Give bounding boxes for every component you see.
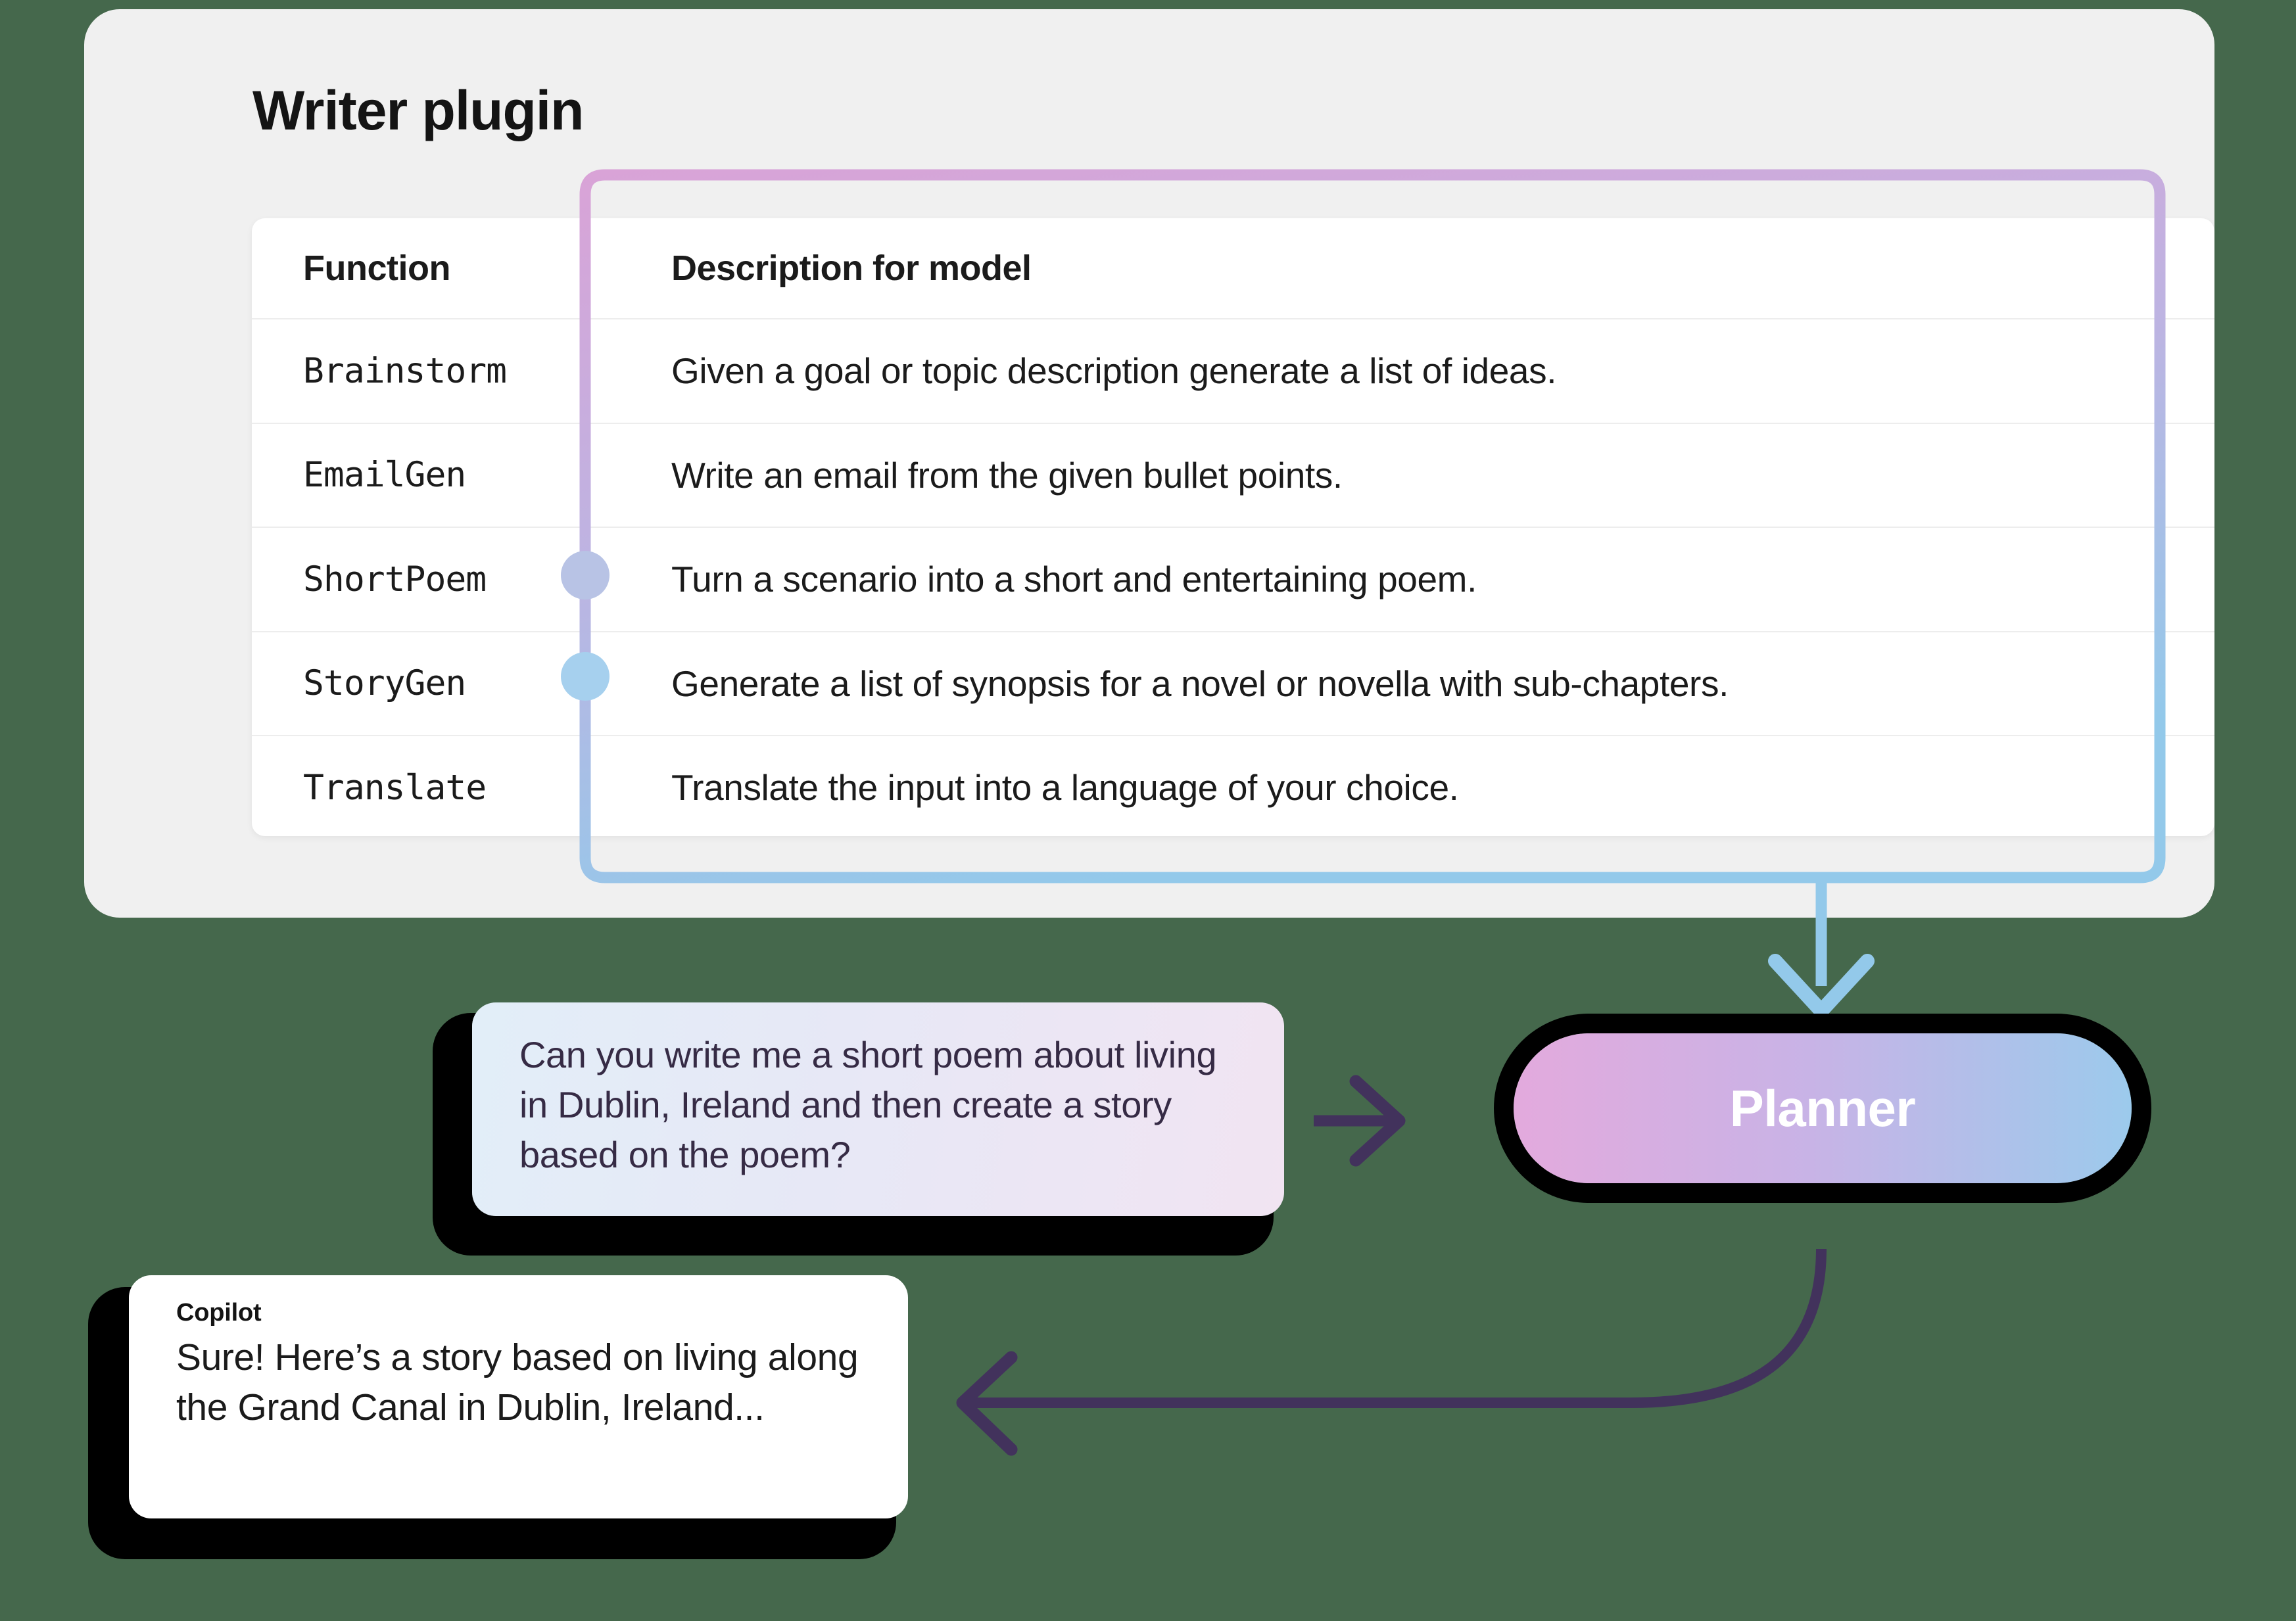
table-header-row: Function Description for model — [252, 218, 2214, 318]
planner-node[interactable]: Planner — [1514, 1033, 2132, 1183]
table-row[interactable]: ShortPoem Turn a scenario into a short a… — [252, 527, 2214, 631]
planner-to-copilot-line — [967, 1248, 1827, 1408]
table-row[interactable]: Brainstorm Given a goal or topic descrip… — [252, 318, 2214, 423]
user-message-text: Can you write me a short poem about livi… — [519, 1034, 1217, 1176]
table-row[interactable]: Translate Translate the input into a lan… — [252, 735, 2214, 836]
table-row[interactable]: EmailGen Write an email from the given b… — [252, 422, 2214, 527]
column-header-function: Function — [303, 248, 450, 288]
table-row[interactable]: StoryGen Generate a list of synopsis for… — [252, 630, 2214, 736]
user-message-bubble[interactable]: Can you write me a short poem about livi… — [472, 1002, 1284, 1216]
planner-to-copilot-arrowhead — [956, 1351, 1018, 1456]
function-table: Function Description for model Brainstor… — [252, 218, 2214, 836]
function-description: Write an email from the given bullet poi… — [671, 454, 1343, 496]
planner-feed-arrowhead — [1768, 954, 1875, 1018]
function-description: Turn a scenario into a short and enterta… — [671, 559, 1477, 600]
function-name: Brainstorm — [303, 350, 507, 391]
function-name: StoryGen — [303, 663, 466, 704]
function-name: Translate — [303, 767, 487, 808]
column-header-description: Description for model — [671, 248, 1032, 288]
function-name: ShortPoem — [303, 559, 487, 599]
assistant-name-label: Copilot — [176, 1299, 262, 1327]
user-to-planner-arrowhead — [1349, 1075, 1406, 1167]
function-description: Given a goal or topic description genera… — [671, 350, 1557, 392]
function-description: Generate a list of synopsis for a novel … — [671, 663, 1729, 704]
planner-label: Planner — [1729, 1079, 1916, 1137]
assistant-message-bubble[interactable]: Copilot Sure! Here’s a story based on li… — [129, 1275, 908, 1518]
function-description: Translate the input into a language of y… — [671, 767, 1459, 809]
writer-plugin-card: Writer plugin Function Description for m… — [84, 9, 2214, 918]
page-title: Writer plugin — [252, 80, 584, 141]
function-name: EmailGen — [303, 455, 466, 496]
assistant-message-text: Sure! Here’s a story based on living alo… — [176, 1336, 859, 1428]
